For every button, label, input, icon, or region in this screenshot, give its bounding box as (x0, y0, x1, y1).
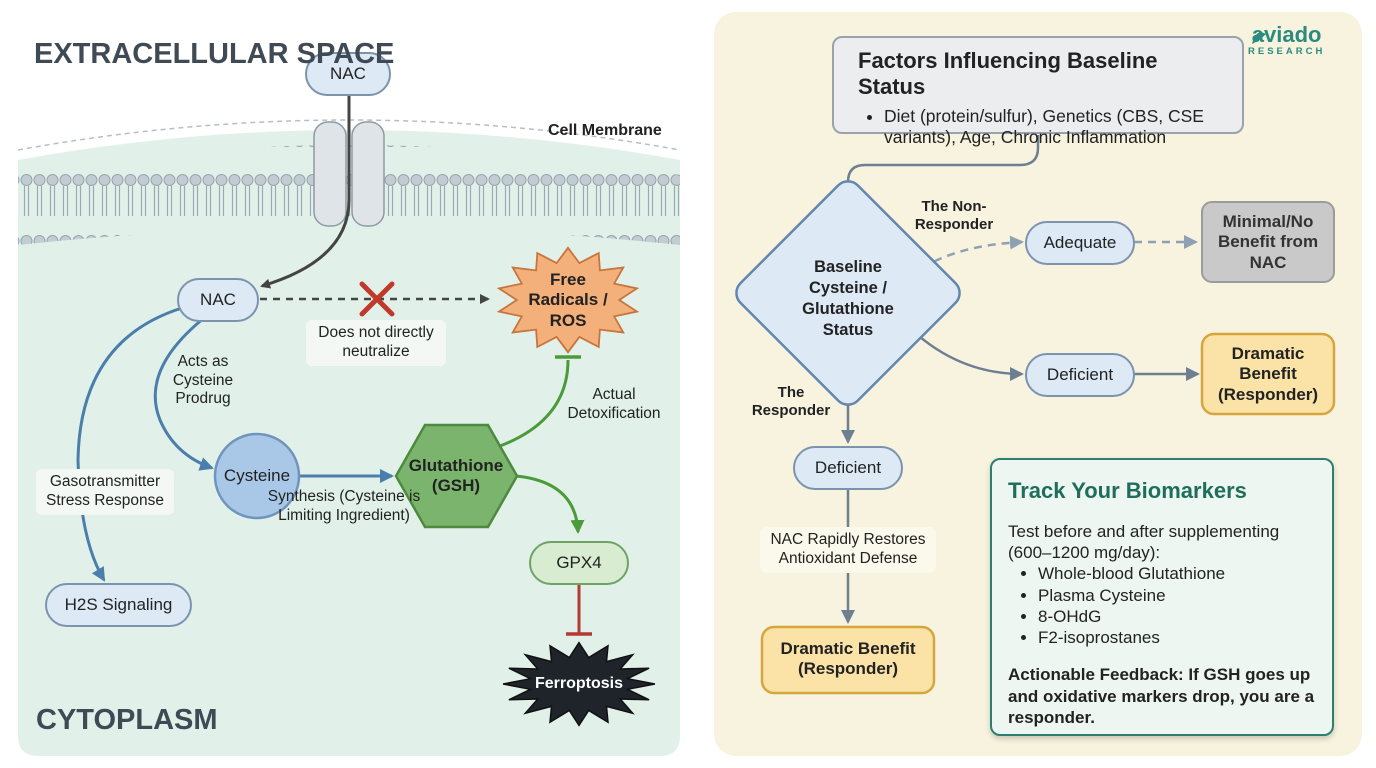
nac-outside-label: NAC (330, 64, 366, 83)
dramatic-right-node (1200, 332, 1336, 416)
logo-sub: RESEARCH (1248, 46, 1326, 57)
decision-label: Baseline Cysteine / Glutathione Status (802, 258, 894, 339)
adequate-node (1025, 221, 1135, 265)
factors-list: Diet (protein/sulfur), Genetics (CBS, CS… (848, 106, 1228, 148)
detox-label: Actual Detoxification (567, 386, 661, 422)
responder-label: The Responder (751, 384, 831, 419)
arrow-nac-entry (260, 96, 351, 289)
decision-diamond (735, 180, 961, 406)
deficient-right-node (1025, 353, 1135, 397)
synthesis-label: Synthesis (Cysteine is Limiting Ingredie… (267, 488, 421, 524)
membrane-channel (313, 121, 385, 227)
gpx4-label: GPX4 (556, 553, 602, 572)
adequate-label: Adequate (1043, 233, 1117, 252)
glutathione-label: Glutathione (GSH) (408, 456, 504, 496)
cysteine-label: Cysteine (223, 466, 291, 485)
deficient-down-label: Deficient (814, 458, 882, 477)
cytoplasm-title: CYTOPLASM (36, 704, 218, 736)
deficient-down-node (793, 446, 903, 490)
arrow-decision-deficient (911, 329, 1024, 381)
h2s-node (45, 583, 192, 627)
logo-name: aviado (1251, 22, 1322, 47)
deficient-right-label: Deficient (1046, 365, 1114, 384)
biomarker-title: Track Your Biomarkers (1008, 478, 1247, 503)
gasotransmitter-label: Gasotransmitter Stress Response (45, 473, 165, 509)
dramatic-down-node (760, 625, 936, 695)
biomarker-item: F2-isoprostanes (1038, 627, 1316, 648)
membrane-label: Cell Membrane (548, 122, 662, 139)
dramatic-down-label: Dramatic Benefit (Responder) (780, 639, 916, 679)
arrow-nac-cysteine (153, 316, 214, 471)
nac-outside-node (305, 52, 391, 96)
prodrug-label: Acts as Cysteine Prodrug (172, 353, 234, 408)
arrow-decision-adequate (921, 235, 1024, 270)
nac-inside-label: NAC (200, 290, 236, 309)
nac-inside-node (177, 278, 259, 322)
arrow-nac-h2s (76, 306, 183, 582)
logo-icon (1252, 32, 1266, 44)
factors-bullet: Diet (protein/sulfur), Genetics (CBS, CS… (884, 106, 1228, 148)
biomarker-list: Whole-blood Glutathione Plasma Cysteine … (1008, 563, 1316, 648)
gpx4-node (529, 541, 629, 585)
h2s-label: H2S Signaling (64, 595, 173, 614)
restores-label: NAC Rapidly Restores Antioxidant Defense (770, 531, 926, 567)
ferroptosis-burst (502, 641, 656, 727)
arrow-gsh-gpx4 (515, 474, 585, 534)
dramatic-right-label: Dramatic Benefit (Responder) (1217, 344, 1319, 404)
minimal-benefit-node (1201, 201, 1335, 283)
arrow-factors-decision (841, 135, 1040, 206)
biomarker-item: Plasma Cysteine (1038, 585, 1316, 606)
biomarker-item: Whole-blood Glutathione (1038, 563, 1316, 584)
biomarker-intro: Test before and after supplementing (600… (1008, 522, 1280, 562)
label-bg-restores (760, 527, 936, 573)
label-bg-gasotransmitter (36, 469, 174, 515)
minimal-benefit-label: Minimal/No Benefit from NAC (1217, 212, 1319, 272)
ferroptosis-label: Ferroptosis (534, 675, 623, 692)
free-radicals-label: Free Radicals / ROS (528, 270, 608, 330)
factors-title: Factors Influencing Baseline Status (858, 48, 1158, 99)
biomarker-item: 8-OHdG (1038, 606, 1316, 627)
not-neutralize-label: Does not directly neutralize (318, 324, 434, 360)
factors-box: Factors Influencing Baseline Status Diet… (832, 36, 1244, 147)
glutathione-node (394, 423, 519, 529)
nonresponder-label: The Non-Responder (914, 198, 994, 233)
cysteine-node (213, 432, 301, 520)
label-bg-not-neutralize (306, 320, 446, 366)
extracellular-title: EXTRACELLULAR SPACE (34, 38, 395, 70)
cross-icon (359, 281, 395, 317)
biomarker-feedback: Actionable Feedback: If GSH goes up and … (1008, 665, 1315, 727)
inhibit-gsh-ros (499, 359, 570, 448)
logo: aviado RESEARCH (1248, 22, 1326, 58)
free-radicals-burst (496, 246, 640, 354)
biomarker-card: Track Your Biomarkers Test before and af… (990, 458, 1334, 736)
membrane-top-outline (17, 119, 681, 151)
